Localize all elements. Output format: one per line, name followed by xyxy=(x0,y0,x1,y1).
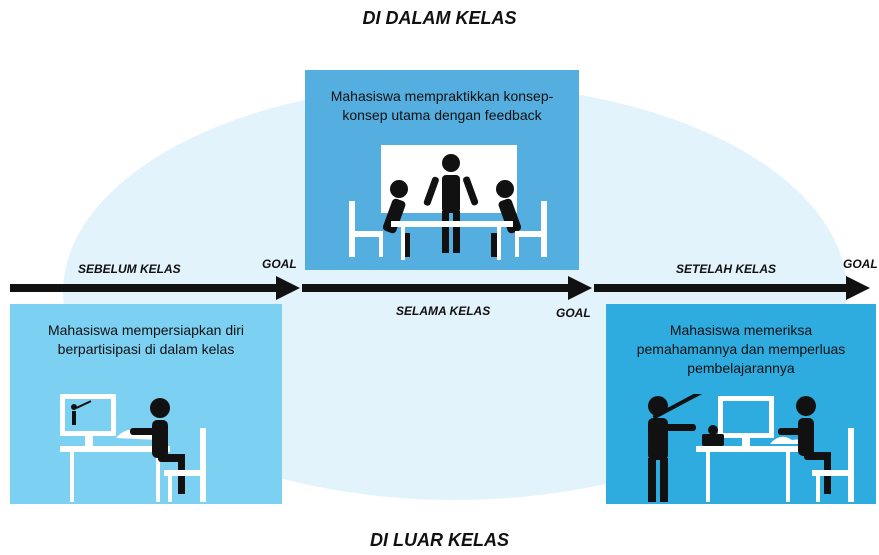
before-class-goal: GOAL xyxy=(262,257,297,271)
during-class-label: SELAMA KELAS xyxy=(396,304,491,318)
after-class-goal: GOAL xyxy=(843,257,878,271)
during-class-description: Mahasiswa mempraktikkan konsep-konsep ut… xyxy=(330,88,554,123)
after-class-box: Mahasiswa memeriksa pemahamannya dan mem… xyxy=(606,304,876,504)
top-title: DI DALAM KELAS xyxy=(362,8,517,28)
arrow-before xyxy=(10,276,300,300)
arrow-after xyxy=(594,276,870,300)
before-class-description: Mahasiswa mempersiapkan diri berpartisip… xyxy=(47,322,245,357)
teacher-and-student-icon xyxy=(648,394,854,502)
student-at-computer-icon xyxy=(60,394,206,502)
bottom-title: DI LUAR KELAS xyxy=(370,530,509,550)
during-class-box: Mahasiswa mempraktikkan konsep-konsep ut… xyxy=(305,70,579,270)
after-class-description: Mahasiswa memeriksa pemahamannya dan mem… xyxy=(636,322,846,376)
before-class-box: Mahasiswa mempersiapkan diri berpartisip… xyxy=(10,304,282,504)
during-class-goal: GOAL xyxy=(556,306,591,320)
before-class-label: SEBELUM KELAS xyxy=(78,262,181,276)
group-discussion-icon xyxy=(349,145,547,260)
arrow-during xyxy=(302,276,592,300)
after-class-label: SETELAH KELAS xyxy=(676,262,777,276)
